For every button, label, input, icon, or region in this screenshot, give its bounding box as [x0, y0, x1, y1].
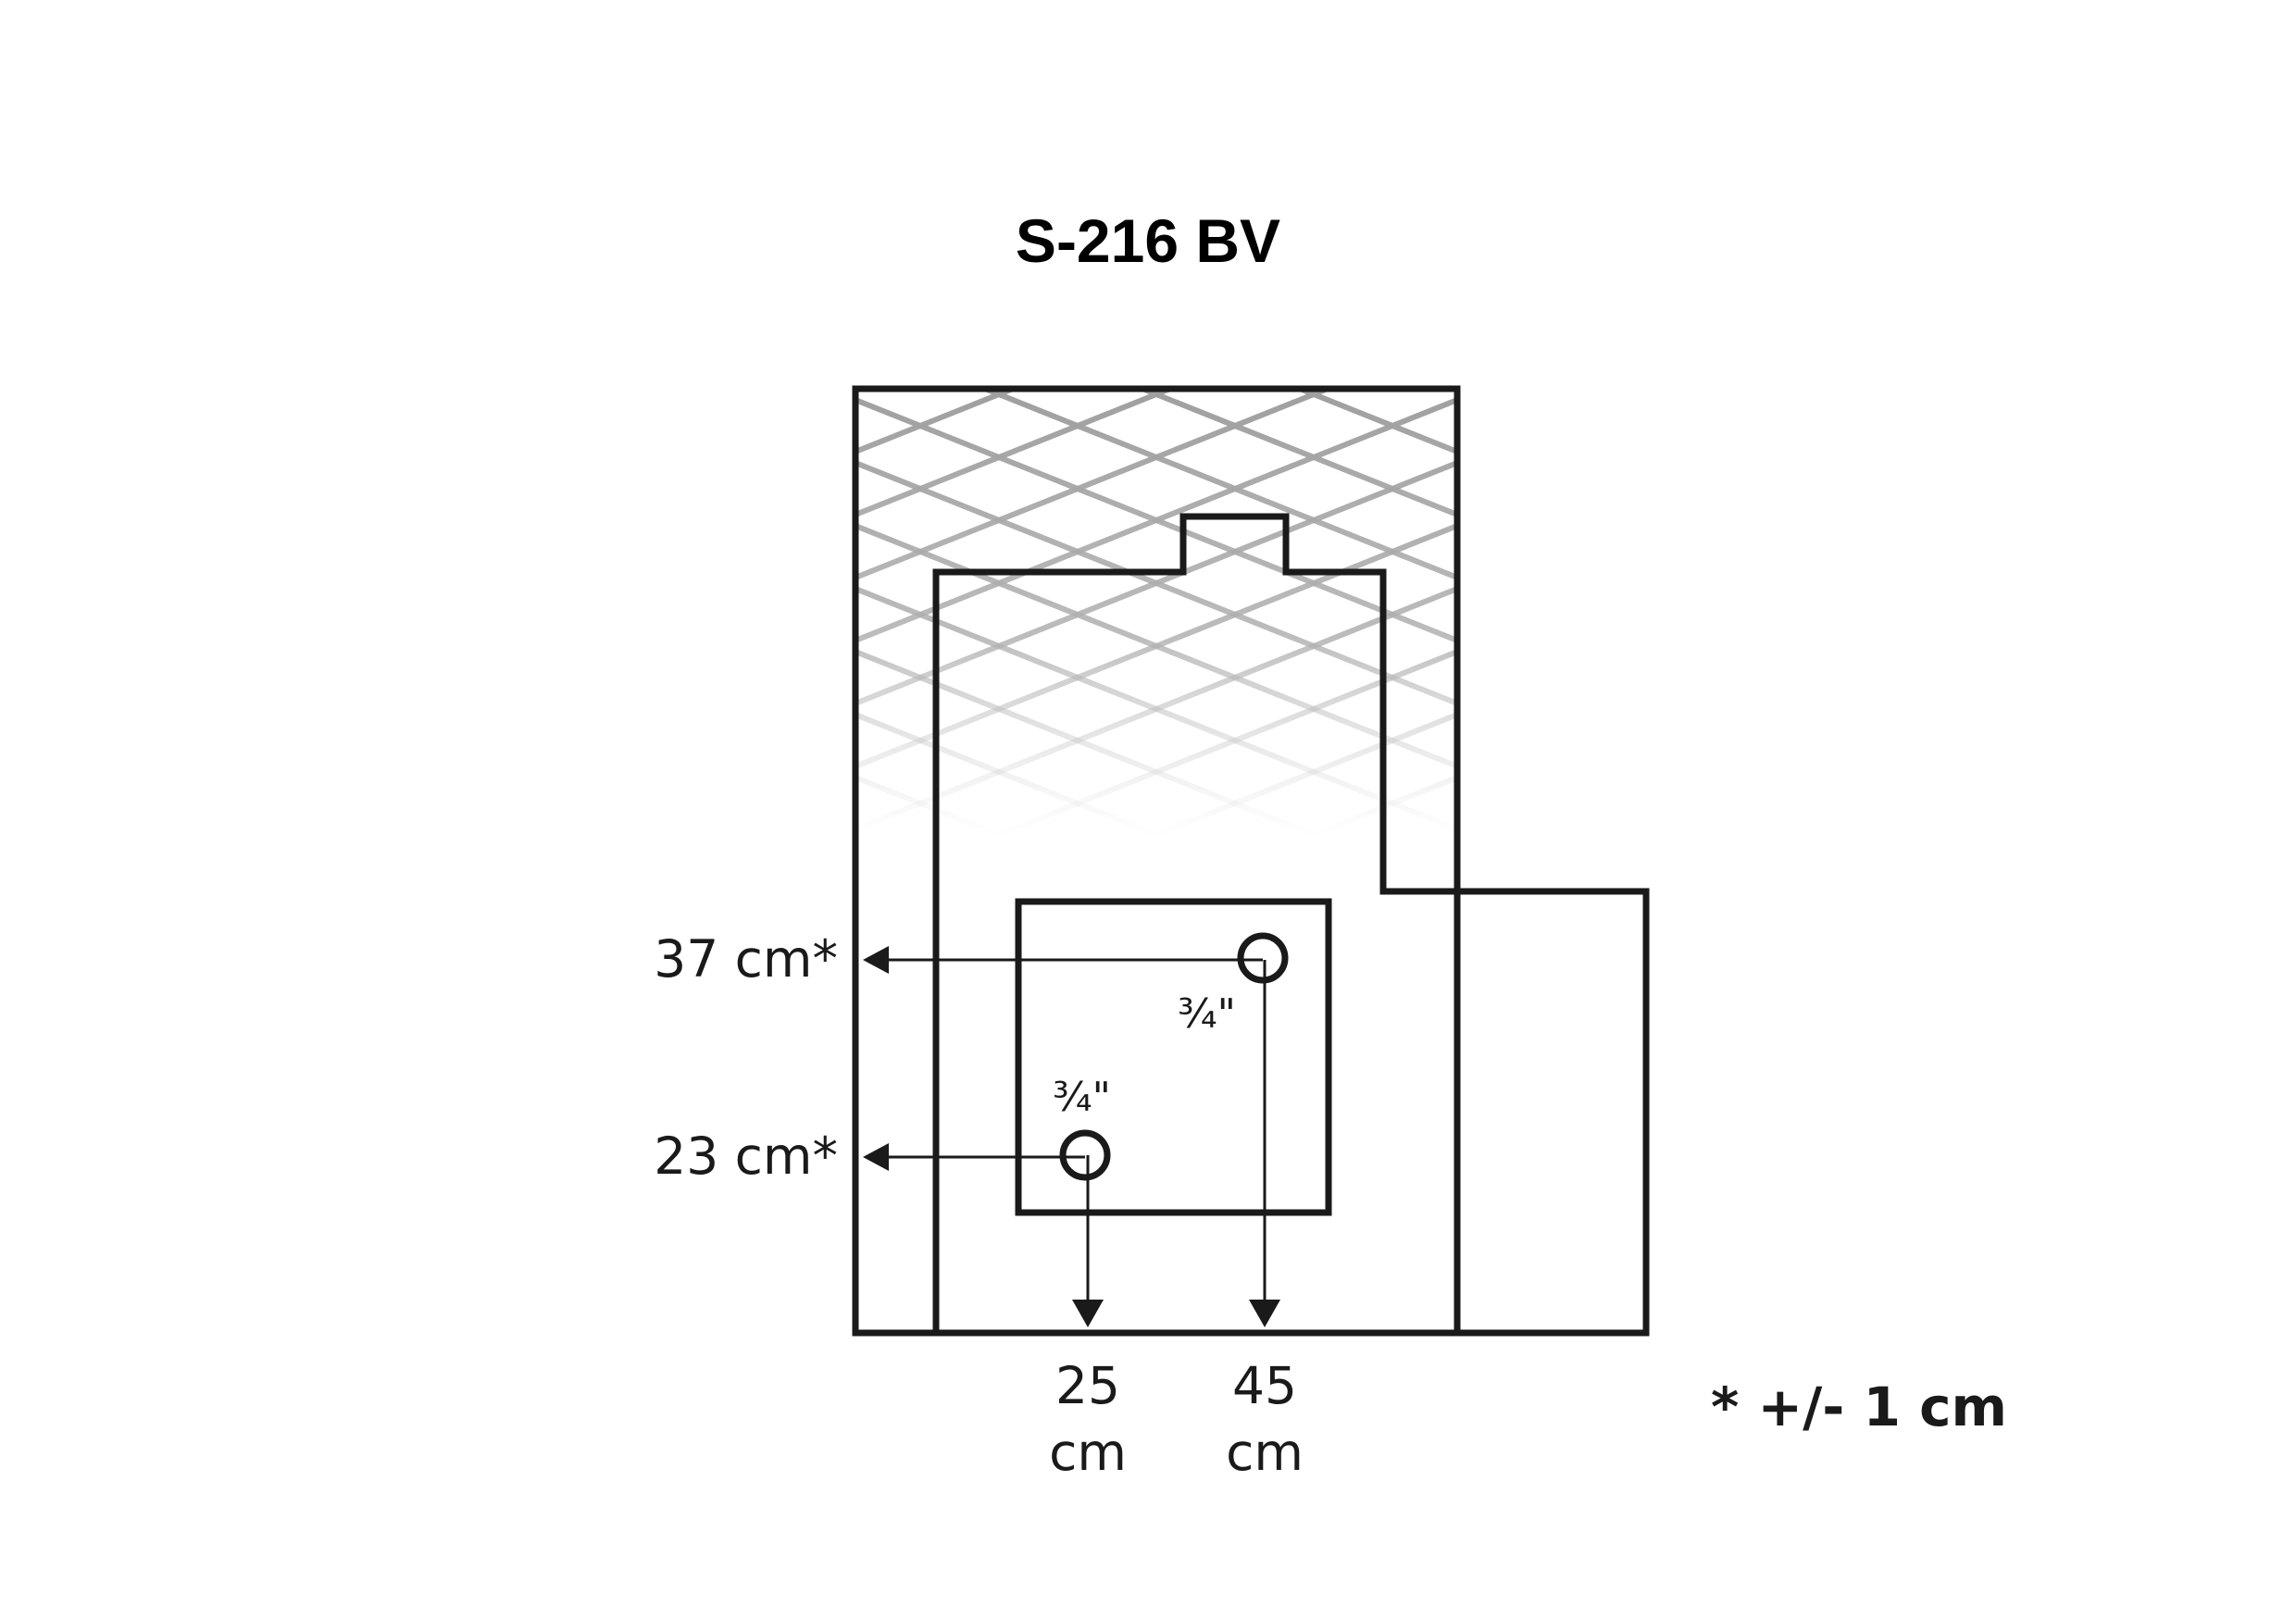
hatch-line [855, 966, 1457, 1207]
hatch-line [855, 1155, 1457, 1396]
tub-hatch-pattern [855, 85, 1457, 1396]
hatch-line [855, 523, 1457, 769]
hatch-line [855, 1029, 1457, 1270]
left-pipe-offset-unit-label: cm [1049, 1423, 1127, 1482]
left-pipe-offset-arrow-icon [1072, 1300, 1104, 1327]
hatch-line [855, 460, 1457, 706]
tub-inner-basin-outline [932, 513, 1650, 1337]
hatch-line [855, 389, 1179, 517]
lower-pipe-height-label: 23 cm* [654, 1126, 838, 1186]
hatch-line [855, 903, 1457, 1144]
hatch-line [855, 903, 1457, 1144]
hatch-line [1292, 389, 1457, 454]
right-pipe-offset-arrow-icon [1249, 1300, 1280, 1327]
hatch-line [855, 1029, 1457, 1270]
hatch-line [1142, 712, 1457, 838]
hatch-line [855, 1155, 1457, 1396]
lower-pipe-circle-icon [1059, 1129, 1111, 1181]
hatch-line [855, 389, 1336, 580]
hatch-line [855, 775, 1014, 838]
tub-outer-outline [852, 385, 1461, 1337]
connection-panel-outline [1015, 898, 1332, 1216]
diagram-title: S-216 BV [1016, 206, 1280, 275]
right-pipe-offset-unit-label: cm [1226, 1423, 1304, 1482]
lower-pipe-height-arrow-icon [863, 1143, 889, 1171]
hatch-line [855, 586, 1457, 832]
right-pipe-offset-value-label: 45 [1232, 1356, 1297, 1415]
hatch-line [855, 397, 1457, 643]
tolerance-note: * +/- 1 cm [1711, 1375, 2007, 1438]
upper-pipe-size-label: ¾" [1178, 990, 1236, 1038]
hatch-line [855, 85, 1457, 326]
left-pipe-offset-value-label: 25 [1055, 1356, 1120, 1415]
lower-pipe-size-label: ¾" [1053, 1074, 1111, 1121]
hatch-line [855, 966, 1457, 1207]
hatch-line [855, 85, 1457, 326]
upper-pipe-height-arrow-icon [863, 946, 889, 974]
upper-pipe-height-label: 37 cm* [654, 929, 838, 989]
hatch-line [855, 389, 1021, 454]
upper-pipe-circle-icon [1237, 932, 1289, 984]
hatch-line [1299, 775, 1457, 838]
hatch-line [984, 649, 1457, 838]
